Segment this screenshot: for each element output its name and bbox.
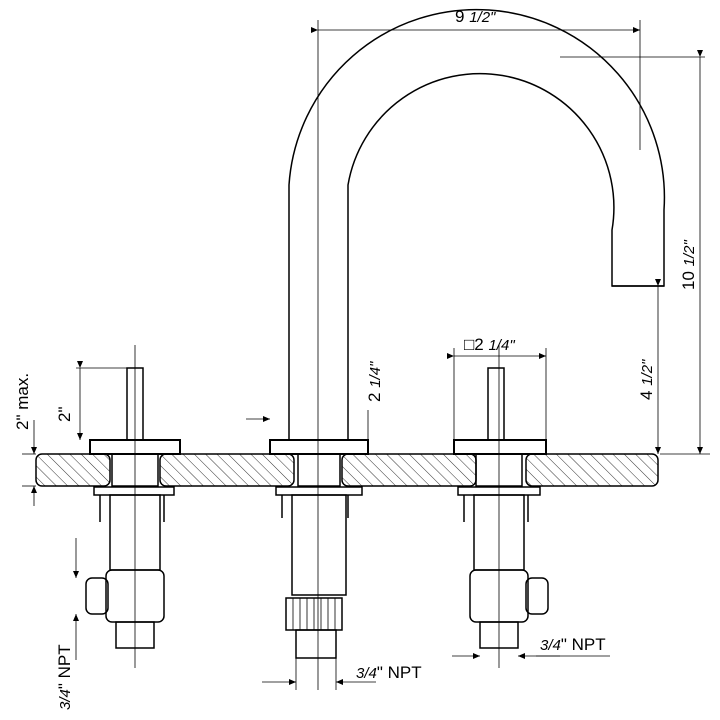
- countertop: [35, 453, 659, 487]
- spout: [288, 8, 666, 440]
- spout-base: [269, 20, 369, 690]
- height-label: 10 1/2": [679, 239, 698, 290]
- base-height-label: 2 1/4": [365, 361, 384, 402]
- width-label: 9 1/2": [455, 7, 496, 26]
- deck-max-label: 2" max.: [13, 373, 32, 430]
- right-npt-label: 3/4" NPT: [540, 635, 606, 654]
- center-npt-label: 3/4" NPT: [356, 663, 422, 682]
- dimension-lines: [22, 20, 710, 690]
- plate-size-label: □2 1/4": [464, 335, 515, 354]
- left-npt-label: 3/4" NPT: [55, 644, 74, 710]
- stem-height-label: 2": [55, 407, 74, 423]
- right-valve: [453, 345, 549, 668]
- left-valve: [85, 345, 181, 668]
- spout-clearance-label: 4 1/2": [637, 359, 656, 400]
